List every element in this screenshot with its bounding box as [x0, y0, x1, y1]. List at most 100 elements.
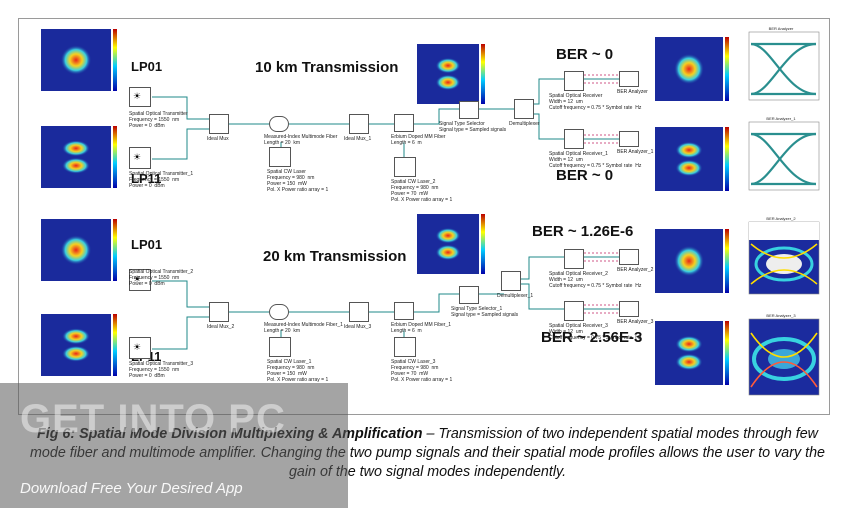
- eye-title-3: BER Analyzer_2: [766, 216, 796, 221]
- demux-block-1[interactable]: [501, 271, 521, 291]
- fiber-mode-plot-20km: [417, 214, 489, 274]
- eye-diagram-1: BER Analyzer: [741, 24, 823, 104]
- schematic-canvas: BER Analyzer BER Analyzer_1 BER Analyzer…: [18, 18, 830, 415]
- edfa1-label: Erbium Doped MM Fiber_1 Length = 6 m: [391, 322, 452, 334]
- beam-lobe: [675, 141, 703, 159]
- mux0-label: Ideal Mux: [207, 136, 229, 142]
- rx3-label: Spatial Optical Receiver_3 Width = 12 um…: [549, 323, 642, 341]
- selector-block-0[interactable]: [459, 101, 479, 119]
- beam-lobe: [675, 335, 703, 353]
- receiver-block-0[interactable]: [564, 71, 584, 91]
- eye-diagram-4: BER Analyzer_3: [741, 311, 823, 401]
- transmitter-block-1[interactable]: ☀: [129, 147, 151, 169]
- fib1-label: Measured-Index Multimode Fiber_1 Length …: [264, 322, 343, 334]
- mux-block-2[interactable]: [209, 302, 229, 322]
- mode-label-lp01-top: LP01: [131, 59, 163, 74]
- sel0-label: Signal Type Selector Signal type = Sampl…: [439, 121, 507, 133]
- eye-diagram-svg-4: BER Analyzer_3: [748, 313, 820, 396]
- mux2-label: Ideal Mux_2: [207, 324, 235, 330]
- mux1-label: Ideal Mux_1: [344, 136, 372, 142]
- edfa-block-1[interactable]: [394, 302, 414, 320]
- sel1-label: Signal Type Selector_1 Signal type = Sam…: [451, 306, 519, 318]
- rx-mode-plot-3-svg: [655, 229, 729, 293]
- eye-diagram-svg-2: BER Analyzer_1: [748, 116, 820, 191]
- rx1-label: Spatial Optical Receiver_1 Width = 12 um…: [549, 151, 642, 169]
- rx-mode-plot-4-svg: [655, 321, 729, 385]
- fiber-block-0[interactable]: [269, 116, 289, 132]
- watermark-overlay: [0, 383, 348, 508]
- ba1-label: BER Analyzer_1: [617, 149, 654, 155]
- title-10km: 10 km Transmission: [255, 59, 399, 76]
- selector-block-1[interactable]: [459, 286, 479, 304]
- beam-lobe: [435, 227, 461, 244]
- mode-label-lp11-top: LP11: [131, 171, 162, 186]
- ba2-label: BER Analyzer_2: [617, 267, 654, 273]
- transmitter-block-0[interactable]: ☀: [129, 87, 151, 107]
- beam-lobe: [435, 74, 461, 91]
- demux1-label: Demultiplexer_1: [497, 293, 534, 299]
- beam-lobe: [60, 235, 92, 265]
- mode-profile-plot-1-svg: [41, 29, 117, 91]
- laser2-label: Spatial CW Laser_2 Frequency = 980 nm Po…: [391, 179, 453, 203]
- receiver-block-3[interactable]: [564, 301, 584, 321]
- sun-icon: ☀: [133, 342, 142, 352]
- mux-block-0[interactable]: [209, 114, 229, 134]
- ba3-label: BER Analyzer_3: [617, 319, 654, 325]
- mode-profile-plot-4: [41, 314, 121, 376]
- ber-analyzer-block-1[interactable]: [619, 131, 639, 147]
- beam-lobe: [674, 53, 704, 85]
- edfa0-label: Erbium Doped MM Fiber Length = 6 m: [391, 134, 446, 146]
- mux-block-3[interactable]: [349, 302, 369, 322]
- beam-lobe: [60, 45, 92, 75]
- fiber-block-1[interactable]: [269, 304, 289, 320]
- ber-label-3: BER ~ 1.26E-6: [532, 223, 634, 240]
- ber-label-1: BER ~ 0: [556, 46, 614, 63]
- eye-diagram-2: BER Analyzer_1: [741, 114, 823, 194]
- beam-lobe: [62, 328, 90, 345]
- rx-mode-plot-4: [655, 321, 733, 385]
- ber-analyzer-block-2[interactable]: [619, 249, 639, 265]
- fib0-label: Measured-Index Multimode Fiber Length = …: [264, 134, 338, 146]
- mode-profile-plot-1: [41, 29, 121, 91]
- beam-lobe: [435, 57, 461, 74]
- mode-label-lp01-bottom: LP01: [131, 237, 163, 252]
- transmitter-block-3[interactable]: ☀: [129, 337, 151, 359]
- edfa-block-0[interactable]: [394, 114, 414, 132]
- fiber-mode-plot-20km-svg: [417, 214, 485, 274]
- mode-profile-plot-3: [41, 219, 121, 281]
- sun-icon: ☀: [133, 152, 142, 162]
- beam-lobe: [675, 159, 703, 177]
- laser3-label: Spatial CW Laser_3 Frequency = 980 nm Po…: [391, 359, 453, 383]
- rx-mode-plot-2-svg: [655, 127, 729, 191]
- ber-analyzer-block-3[interactable]: [619, 301, 639, 317]
- mode-profile-plot-4-svg: [41, 314, 117, 376]
- eye-title-4: BER Analyzer_3: [766, 313, 796, 318]
- watermark-text: GET INTO PC: [20, 397, 286, 441]
- receiver-block-1[interactable]: [564, 129, 584, 149]
- mode-profile-plot-3-svg: [41, 219, 117, 281]
- tx0-label: Spatial Optical Transmitter Frequency = …: [129, 111, 188, 129]
- beam-lobe: [675, 353, 703, 371]
- rx2-label: Spatial Optical Receiver_2 Width = 12 um…: [549, 271, 642, 289]
- beam-lobe: [62, 345, 90, 362]
- sun-icon: ☀: [133, 274, 142, 284]
- receiver-block-2[interactable]: [564, 249, 584, 269]
- laser-block-2[interactable]: [394, 157, 416, 177]
- ber-label-4: BER ~ 2.56E-3: [541, 329, 643, 346]
- title-20km: 20 km Transmission: [263, 248, 407, 265]
- tx1-label: Spatial Optical Transmitter_1 Frequency …: [129, 171, 194, 189]
- laser-block-1[interactable]: [269, 337, 291, 357]
- laser-block-3[interactable]: [394, 337, 416, 357]
- eye-diagram-svg-1: BER Analyzer: [748, 26, 820, 101]
- eye-diagram-3: BER Analyzer_2: [741, 214, 823, 299]
- mode-profile-plot-2: [41, 126, 121, 188]
- ber-analyzer-block-0[interactable]: [619, 71, 639, 87]
- watermark-subtitle: Download Free Your Desired App: [20, 480, 243, 497]
- demux-block-0[interactable]: [514, 99, 534, 119]
- laser-block-0[interactable]: [269, 147, 291, 167]
- eye-diagram-svg-3: BER Analyzer_2: [748, 216, 820, 295]
- transmitter-block-2[interactable]: ☀: [129, 269, 151, 291]
- eye-title-2: BER Analyzer_1: [766, 116, 796, 121]
- beam-lobe: [674, 245, 704, 277]
- mux-block-1[interactable]: [349, 114, 369, 134]
